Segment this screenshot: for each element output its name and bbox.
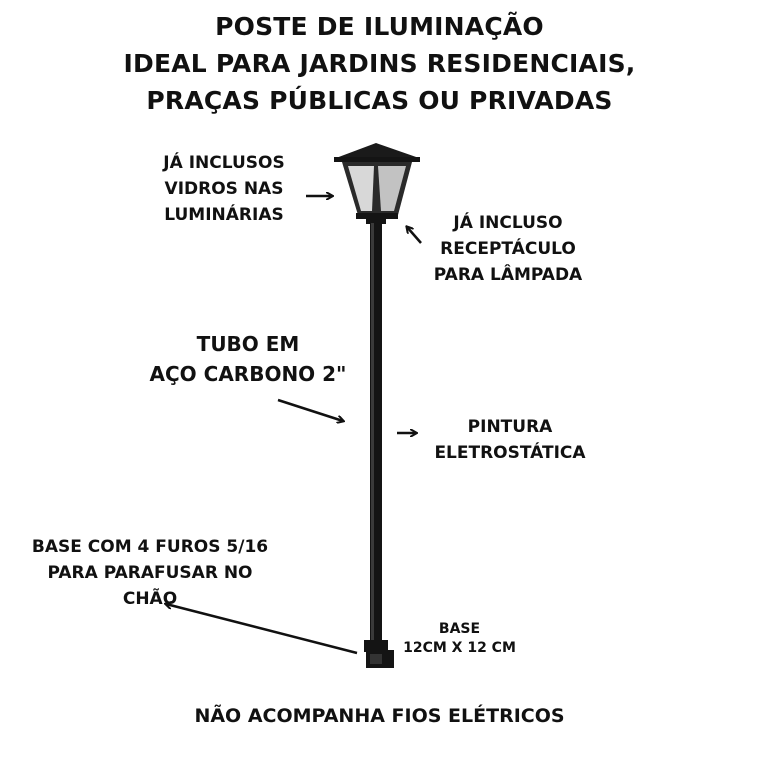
headline-line-1: POSTE DE ILUMINAÇÃO <box>215 12 544 41</box>
headline: POSTE DE ILUMINAÇÃO IDEAL PARA JARDINS R… <box>0 8 759 119</box>
callout-socket-line-3: PARA LÂMPADA <box>433 265 583 285</box>
callout-socket-line-1: JÁ INCLUSO <box>453 213 563 233</box>
callout-tube-line-2: AÇO CARBONO 2" <box>149 362 347 386</box>
callout-glass-line-3: LUMINÁRIAS <box>164 205 284 225</box>
footer-notice: NÃO ACOMPANHA FIOS ELÉTRICOS <box>194 705 565 727</box>
callout-base-line-2: 12CM X 12 CM <box>403 640 516 656</box>
callout-base-line-1: BASE <box>438 621 481 637</box>
callout-holes-line-1: BASE COM 4 FUROS 5/16 <box>31 537 269 557</box>
headline-line-3: PRAÇAS PÚBLICAS OU PRIVADAS <box>146 86 613 115</box>
callout-glass-line-1: JÁ INCLUSOS <box>163 153 285 173</box>
headline-line-2: IDEAL PARA JARDINS RESIDENCIAIS, <box>123 49 636 78</box>
callout-base: BASE 12CM X 12 CM <box>392 620 527 658</box>
callout-glass-line-2: VIDROS NAS <box>164 179 284 199</box>
callout-tube-line-1: TUBO EM <box>196 332 300 356</box>
callout-socket-line-2: RECEPTÁCULO <box>440 239 576 259</box>
callout-socket: JÁ INCLUSO RECEPTÁCULO PARA LÂMPADA <box>418 210 598 288</box>
callout-glass: JÁ INCLUSOS VIDROS NAS LUMINÁRIAS <box>148 150 300 228</box>
callout-holes-line-2: PARA PARAFUSAR NO <box>47 563 253 583</box>
pole-base <box>364 640 394 668</box>
callout-holes: BASE COM 4 FUROS 5/16 PARA PARAFUSAR NO … <box>10 534 290 612</box>
callout-tube: TUBO EM AÇO CARBONO 2" <box>118 329 378 389</box>
arrow-tube <box>277 398 343 421</box>
arrow-socket <box>407 227 422 244</box>
arrow-holes <box>166 604 358 655</box>
callout-paint: PINTURA ELETROSTÁTICA <box>420 414 600 466</box>
lantern-icon <box>334 143 420 224</box>
callout-paint-line-1: PINTURA <box>467 417 553 437</box>
callout-holes-line-3: CHÃO <box>122 589 178 609</box>
callout-paint-line-2: ELETROSTÁTICA <box>434 443 586 463</box>
